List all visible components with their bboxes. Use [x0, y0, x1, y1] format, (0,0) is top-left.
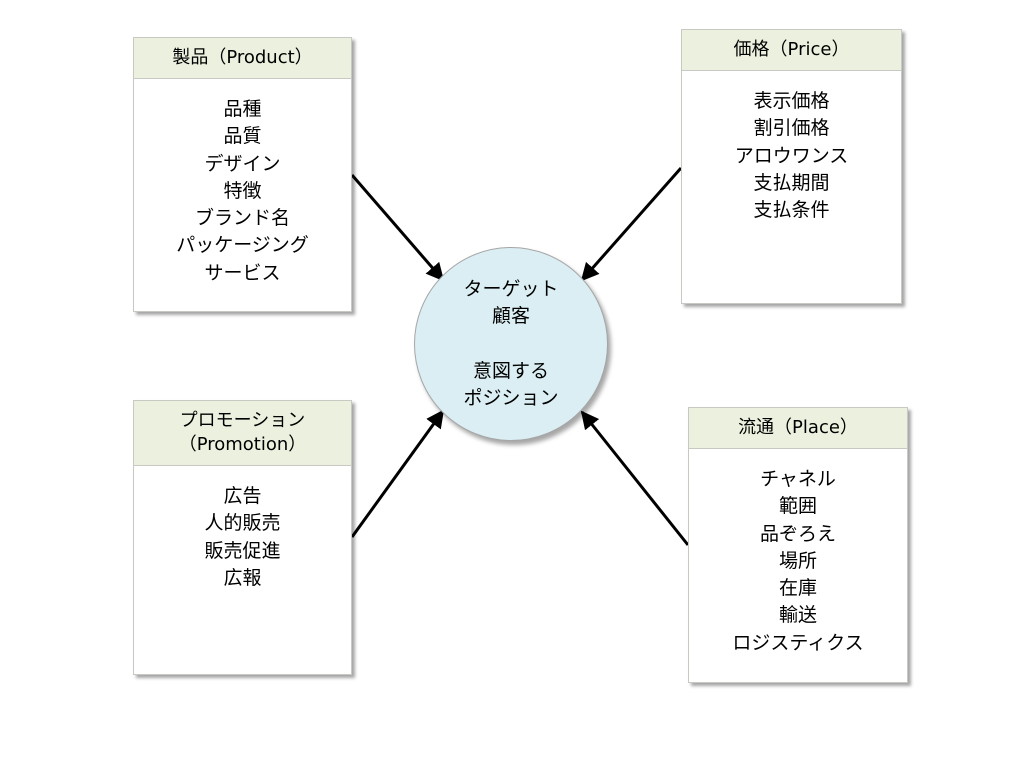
promotion-header: プロモーション （Promotion） [134, 401, 351, 466]
place-header: 流通（Place） [689, 408, 907, 449]
price-box: 価格（Price） 表示価格 割引価格 アロウワンス 支払期間 支払条件 [681, 29, 902, 304]
product-item: ブランド名 [194, 207, 290, 230]
promotion-box: プロモーション （Promotion） 広告 人的販売 販売促進 広報 [133, 400, 352, 675]
place-box: 流通（Place） チャネル 範囲 品ぞろえ 場所 在庫 輸送 ロジスティクス [688, 407, 908, 683]
price-item: 支払期間 [753, 171, 830, 194]
place-item: 場所 [778, 549, 817, 572]
promotion-item: 広告 [223, 485, 262, 507]
promotion-title-line-1: プロモーション [179, 410, 306, 431]
promotion-item: 販売促進 [204, 539, 281, 562]
product-title: 製品（Product） [172, 47, 313, 68]
price-item: アロウワンス [734, 144, 849, 167]
product-item: デザイン [204, 152, 281, 175]
product-item: 品種 [223, 98, 262, 120]
promotion-title-line-2: （Promotion） [178, 434, 307, 455]
place-item: 範囲 [778, 495, 817, 518]
product-header: 製品（Product） [134, 38, 351, 79]
center-line-4: ポジション [463, 386, 559, 409]
place-item: 品ぞろえ [759, 522, 836, 545]
price-item: 割引価格 [753, 117, 830, 140]
place-items: チャネル 範囲 品ぞろえ 場所 在庫 輸送 ロジスティクス [689, 449, 907, 657]
target-customer-circle: ターゲット 顧客 意図する ポジション [414, 247, 608, 441]
product-item: 特徴 [223, 179, 262, 202]
place-item: ロジスティクス [732, 631, 864, 654]
price-item: 表示価格 [753, 90, 830, 112]
promotion-items: 広告 人的販売 販売促進 広報 [134, 466, 351, 592]
product-box: 製品（Product） 品種 品質 デザイン 特徴 ブランド名 パッケージング … [133, 37, 352, 312]
center-line-3: 意図する [472, 359, 549, 382]
arrow-place-to-target [580, 410, 690, 546]
center-line-2: 顧客 [491, 305, 530, 328]
price-item: 支払条件 [753, 199, 830, 222]
place-item: 輸送 [778, 604, 817, 627]
product-item: パッケージング [176, 234, 309, 257]
product-item: サービス [204, 261, 281, 284]
price-items: 表示価格 割引価格 アロウワンス 支払期間 支払条件 [682, 71, 901, 224]
center-line-1: ターゲット [463, 277, 559, 300]
arrow-price-to-target [580, 167, 683, 282]
arrow-promotion-to-target [350, 409, 445, 538]
promotion-item: 人的販売 [204, 512, 281, 535]
place-title: 流通（Place） [738, 417, 858, 438]
price-title: 価格（Price） [733, 39, 850, 60]
price-header: 価格（Price） [682, 30, 901, 71]
place-item: 在庫 [778, 577, 817, 600]
promotion-item: 広報 [223, 566, 262, 589]
arrow-product-to-target [350, 174, 445, 282]
place-item: チャネル [760, 468, 836, 490]
product-items: 品種 品質 デザイン 特徴 ブランド名 パッケージング サービス [134, 79, 351, 287]
product-item: 品質 [223, 125, 262, 148]
